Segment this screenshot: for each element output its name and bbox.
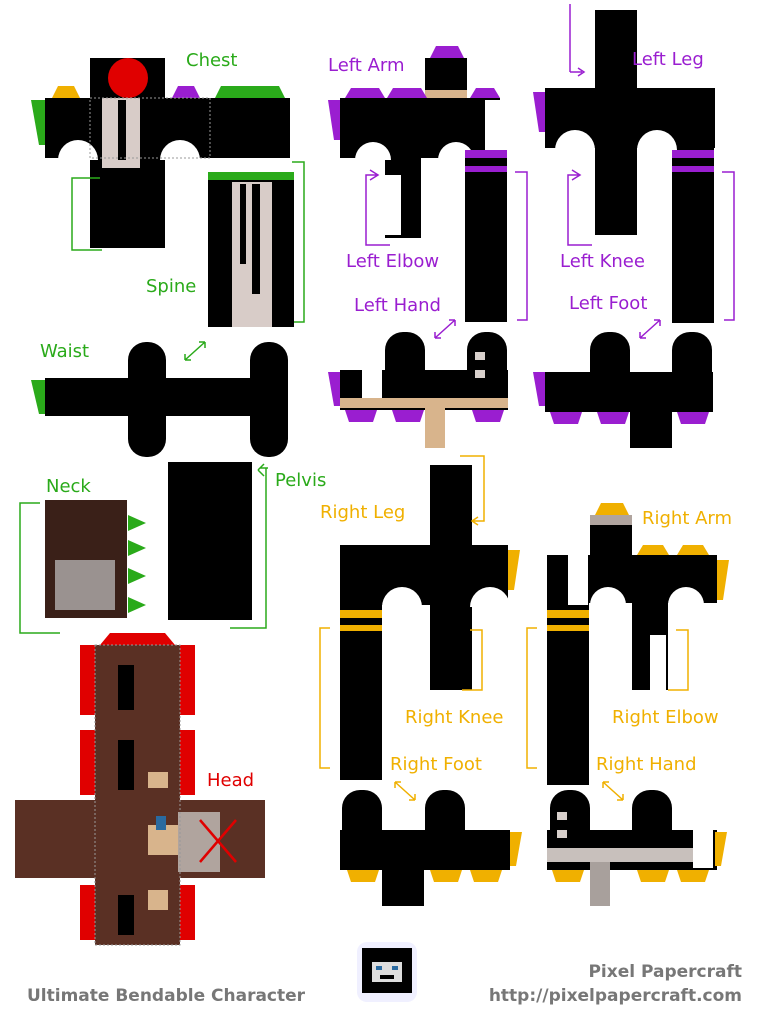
- right-arm-template: [526, 503, 729, 785]
- right-hand-template: [547, 781, 727, 906]
- pelvis-template: [168, 462, 268, 629]
- label-right-hand: Right Hand: [596, 754, 697, 775]
- neck-template: [19, 500, 146, 634]
- left-arm-template: [328, 46, 505, 246]
- label-chest: Chest: [186, 50, 238, 71]
- footer-title: Ultimate Bendable Character: [27, 986, 306, 1006]
- label-right-leg: Right Leg: [320, 502, 406, 523]
- footer-brand: Pixel Papercraft: [588, 962, 742, 982]
- right-leg-template: [319, 455, 520, 780]
- left-arm-bottom: [465, 150, 528, 322]
- label-right-foot: Right Foot: [390, 754, 482, 775]
- pixel-papercraft-logo: [357, 942, 417, 1002]
- left-leg-template: [533, 4, 735, 323]
- label-left-elbow: Left Elbow: [346, 251, 440, 272]
- label-right-knee: Right Knee: [405, 707, 504, 728]
- label-left-knee: Left Knee: [560, 251, 645, 272]
- label-left-hand: Left Hand: [354, 295, 441, 316]
- left-hand-template: [328, 319, 508, 448]
- label-right-arm: Right Arm: [642, 508, 733, 529]
- chest-template: [31, 58, 290, 248]
- label-right-elbow: Right Elbow: [612, 707, 719, 728]
- label-waist: Waist: [40, 341, 90, 362]
- label-head: Head: [207, 770, 255, 791]
- label-left-arm: Left Arm: [328, 55, 405, 76]
- label-neck: Neck: [46, 476, 91, 497]
- left-foot-template: [533, 319, 713, 448]
- label-left-leg: Left Leg: [632, 49, 704, 70]
- label-left-foot: Left Foot: [569, 293, 648, 314]
- right-foot-template: [340, 781, 522, 906]
- head-template: [15, 633, 265, 946]
- footer-url: http://pixelpapercraft.com: [488, 986, 742, 1006]
- spine-template: [208, 161, 305, 327]
- label-pelvis: Pelvis: [275, 470, 327, 491]
- label-spine: Spine: [146, 276, 197, 297]
- chest-spine-bracket: [71, 177, 102, 251]
- waist-template: [31, 341, 288, 457]
